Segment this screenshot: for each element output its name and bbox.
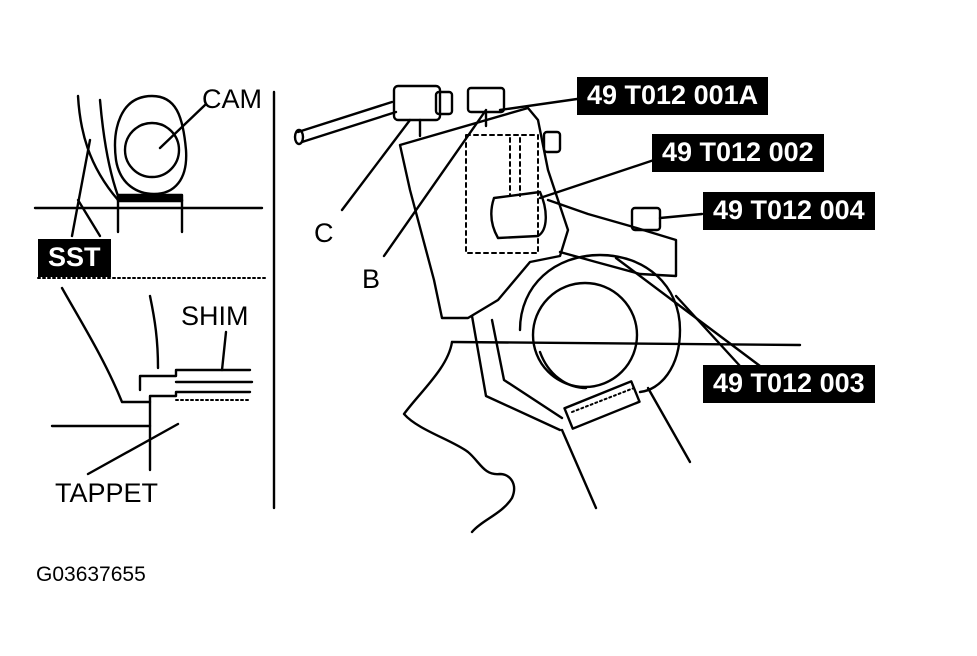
label-cam: CAM — [202, 84, 262, 114]
leader-003-b — [674, 294, 742, 368]
leader-c — [340, 118, 412, 212]
tool-side-screw — [542, 130, 562, 154]
sst-leader-1 — [70, 138, 92, 238]
leader-004 — [658, 212, 704, 220]
leader-001a — [498, 96, 586, 112]
part-tag-004: 49 T012 004 — [703, 192, 875, 230]
sst-upper-line-1 — [76, 94, 120, 202]
part-tag-003: 49 T012 003 — [703, 365, 875, 403]
camshaft-outer — [518, 253, 682, 394]
part-tag-001a: 49 T012 001A — [577, 77, 769, 115]
main-illustration — [293, 84, 802, 534]
sst-lower-line-1 — [60, 286, 152, 404]
bolt-c-nut — [392, 84, 442, 122]
tappet-step — [148, 390, 252, 472]
shim-leader — [220, 330, 228, 372]
tool-window — [490, 190, 547, 240]
link-arm-left — [470, 314, 562, 432]
cam-contact-pad — [116, 193, 184, 203]
tappet-leader — [86, 422, 180, 476]
link-arm-right — [490, 318, 564, 420]
camshaft-inner — [531, 281, 639, 389]
lower-rod-1 — [560, 428, 598, 510]
head-surface-line — [450, 340, 802, 347]
bolt-c-cap — [434, 90, 454, 116]
part-tag-002: 49 T012 002 — [652, 134, 824, 172]
head-outline — [402, 340, 516, 534]
camshaft-inner-shadow — [538, 350, 588, 390]
shim-step — [138, 368, 252, 392]
cam-shaft — [123, 121, 181, 179]
sst-lower-line-2 — [148, 294, 160, 370]
sst-leader-2 — [76, 198, 102, 238]
bolt-c-shaft-lower — [300, 110, 398, 144]
sst-upper-line-2 — [98, 98, 120, 198]
lower-rod-2 — [646, 386, 692, 464]
leader-003-a — [614, 256, 762, 368]
cam-leader — [158, 103, 207, 150]
bolt-c-end — [293, 128, 305, 146]
link-pin — [563, 380, 641, 430]
arm-003 — [546, 198, 678, 278]
tool-body-main — [398, 106, 570, 320]
label-sst: SST — [38, 239, 111, 277]
bolt-b-head — [466, 86, 506, 114]
link-pin-dots — [571, 387, 635, 413]
leader-002 — [538, 158, 656, 200]
label-shim: SHIM — [181, 301, 249, 331]
label-c: C — [314, 218, 334, 248]
figure-code: G03637655 — [36, 563, 146, 586]
label-tappet: TAPPET — [55, 478, 159, 508]
label-b: B — [362, 264, 381, 294]
leader-b — [382, 108, 488, 258]
bolt-c-shaft — [296, 100, 394, 134]
detail-panel — [33, 90, 276, 510]
tool-slot-dashed — [465, 134, 539, 254]
